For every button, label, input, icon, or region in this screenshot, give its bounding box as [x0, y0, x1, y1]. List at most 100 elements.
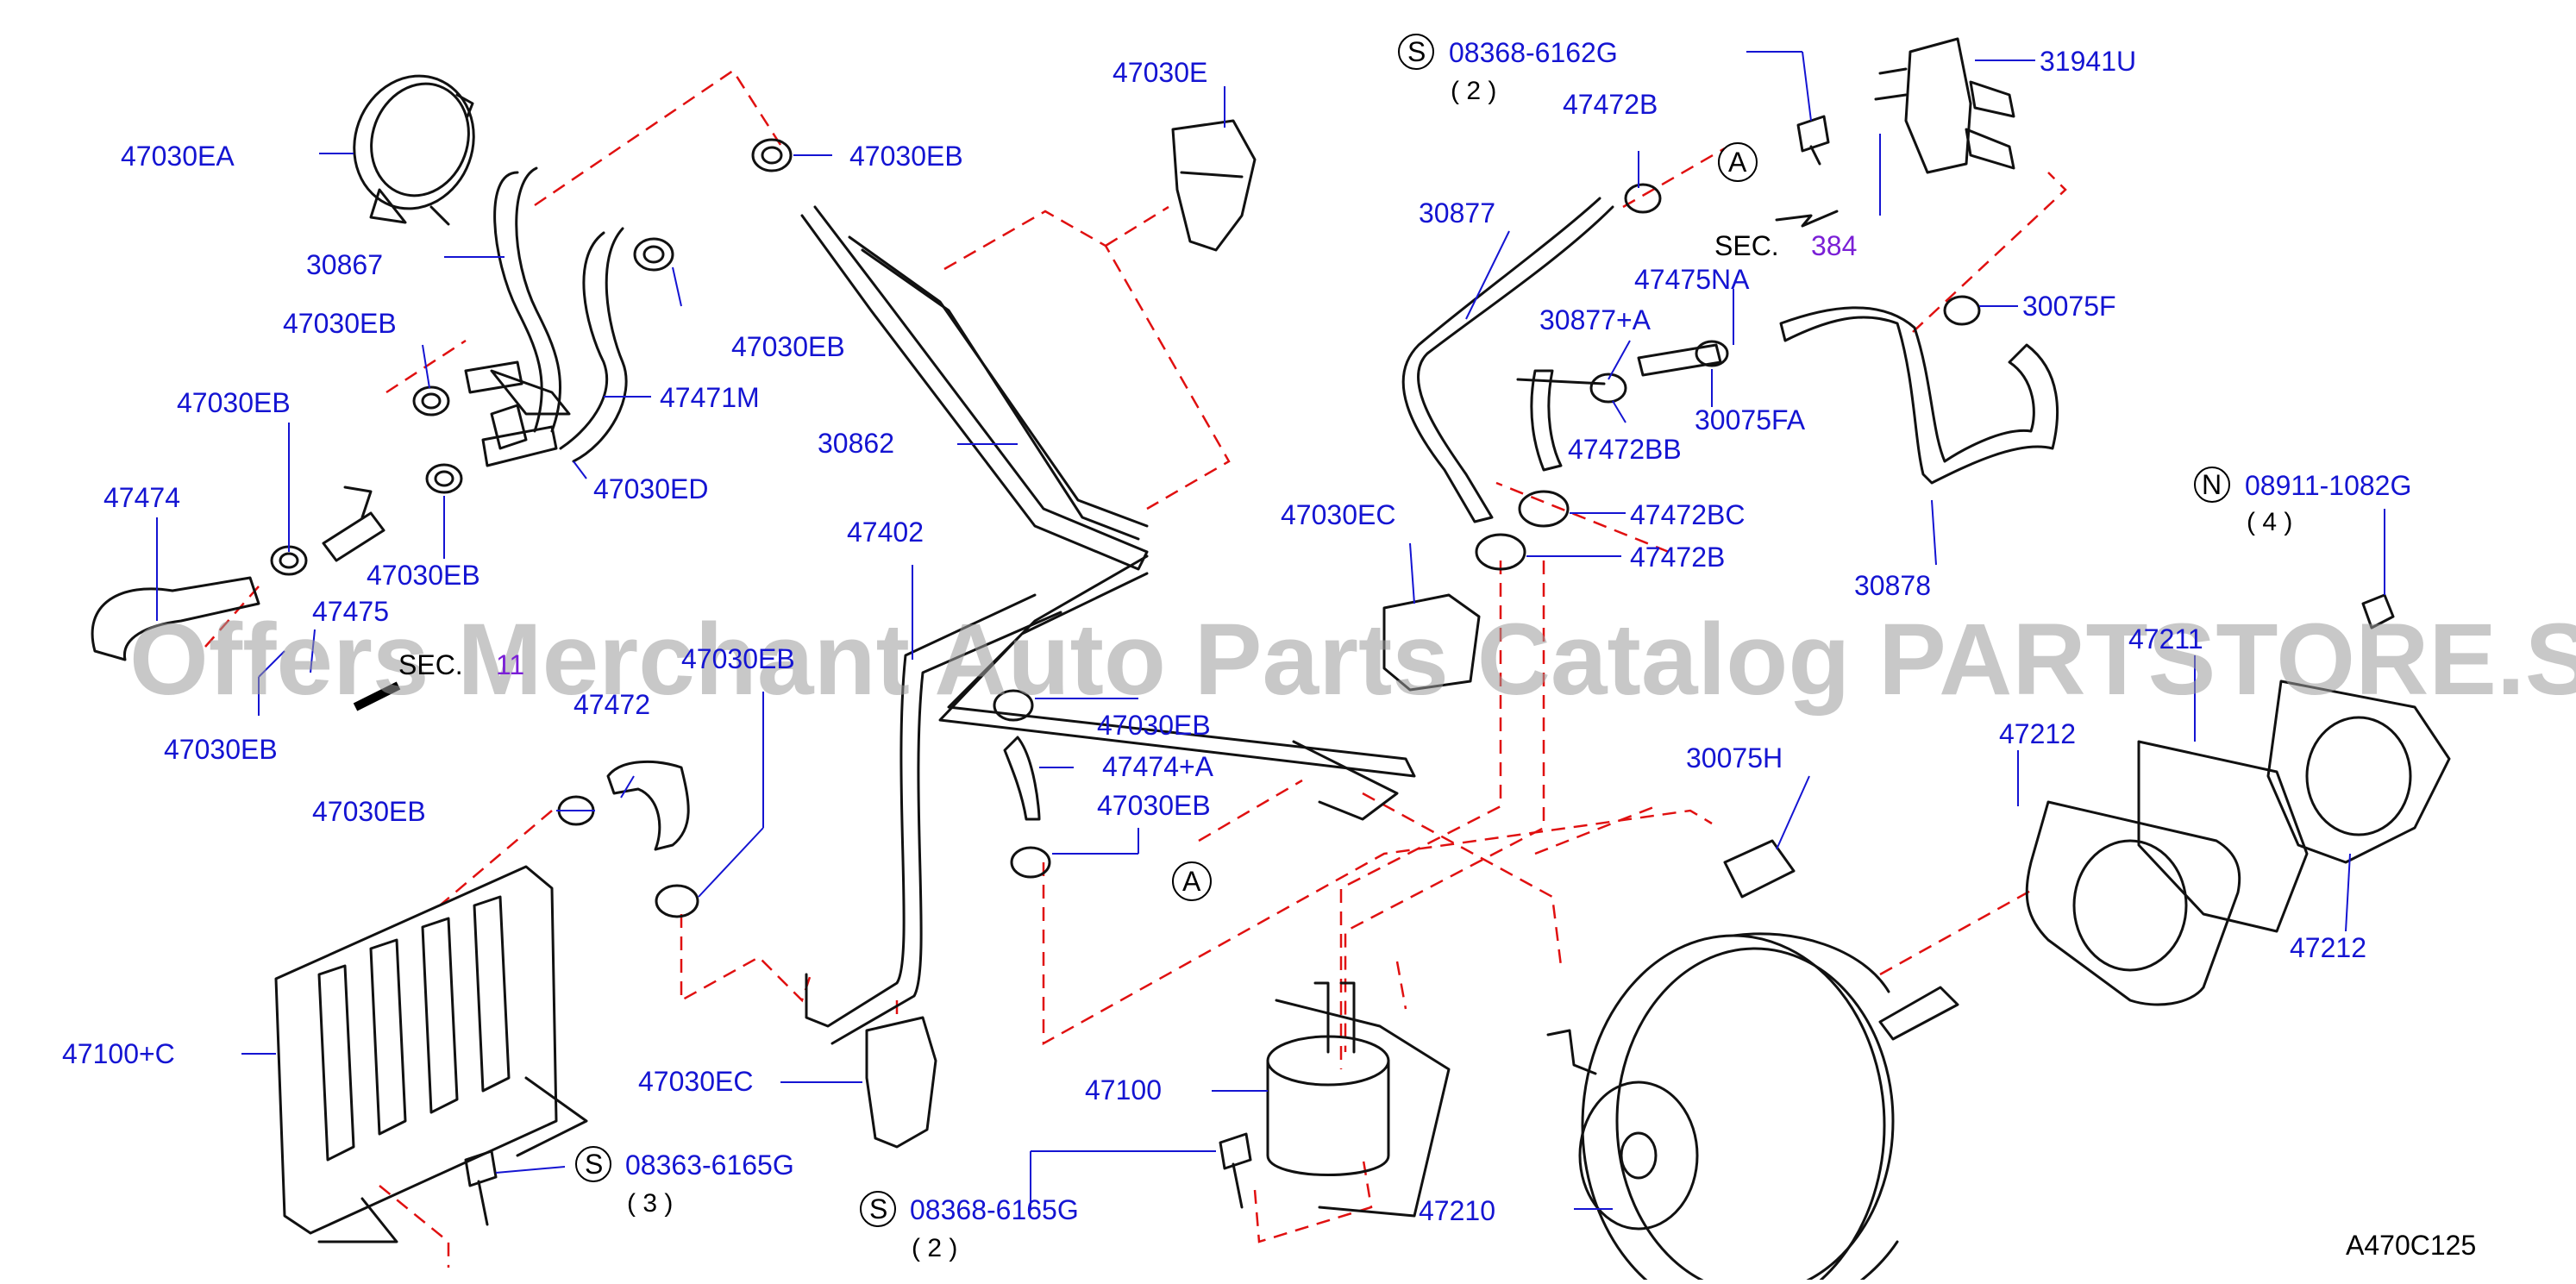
label-47475NA[interactable]: 47475NA — [1634, 264, 1750, 295]
connector-a-circle — [1172, 861, 1212, 901]
clamp-47472B-bottom — [1475, 533, 1526, 571]
label-30075FA[interactable]: 30075FA — [1695, 404, 1806, 435]
label-47472BC[interactable]: 47472BC — [1630, 499, 1745, 530]
hose-30878 — [1779, 306, 2059, 485]
label-47030EB-e[interactable]: 47030EB — [731, 331, 845, 362]
fastener-part-08368-6165G[interactable]: 08368-6165G — [910, 1194, 1079, 1225]
connector-marks: A A — [1172, 142, 1758, 901]
label-30075H[interactable]: 30075H — [1686, 742, 1783, 774]
label-47471M[interactable]: 47471M — [660, 382, 760, 413]
hoses-30867 — [490, 166, 628, 463]
label-47030EB-d[interactable]: 47030EB — [367, 560, 480, 591]
label-47472BB[interactable]: 47472BB — [1568, 434, 1682, 465]
connector-a-circle — [1718, 142, 1758, 182]
fastener-part-08363-6165G[interactable]: 08363-6165G — [625, 1149, 794, 1181]
phantom-lines — [204, 69, 2067, 1268]
fastener-prefix-circle — [575, 1146, 611, 1182]
gasket-47212-a — [2025, 800, 2241, 1006]
label-47474[interactable]: 47474 — [103, 482, 180, 513]
hose-47475 — [322, 485, 385, 562]
fastener-part-08911-1082G[interactable]: 08911-1082G — [2245, 470, 2411, 501]
spacer-47211 — [2137, 740, 2309, 933]
label-47211[interactable]: 47211 — [2128, 623, 2203, 655]
label-47472B-a[interactable]: 47472B — [1563, 89, 1658, 120]
label-47030EB-g[interactable]: 47030EB — [1097, 710, 1211, 741]
fastener-part-08368-6162G[interactable]: 08368-6162G — [1449, 37, 1618, 68]
label-30877[interactable]: 30877 — [1419, 197, 1495, 229]
label-47030EB-j[interactable]: 47030EB — [681, 643, 795, 674]
fastener-callouts: S 08368-6162G ( 2 ) N 08911-1082G ( 4 ) … — [575, 34, 2411, 1262]
pipe-47475NA — [1637, 343, 1722, 377]
label-47402[interactable]: 47402 — [847, 517, 924, 548]
hose-stub-2 — [464, 360, 523, 394]
bracket-47030E — [1171, 119, 1257, 252]
label-30878[interactable]: 30878 — [1854, 570, 1931, 601]
label-47030EC-a[interactable]: 47030EC — [1281, 499, 1395, 530]
fastener-prefix-circle — [1398, 34, 1434, 70]
label-47030EB-h[interactable]: 47030EB — [312, 796, 426, 827]
label-47030EC-b[interactable]: 47030EC — [638, 1066, 753, 1097]
label-47212-a[interactable]: 47212 — [1999, 718, 2076, 749]
bolt-08363 — [464, 1149, 498, 1226]
fastener-qty: ( 4 ) — [2247, 508, 2292, 536]
label-47100C[interactable]: 47100+C — [62, 1038, 175, 1069]
label-31941U[interactable]: 31941U — [2040, 46, 2136, 77]
clamp-47472BC — [1518, 490, 1570, 528]
fastener-prefix: N — [2202, 469, 2222, 500]
label-47030EB-b[interactable]: 47030EB — [177, 387, 291, 418]
clamp-30075FA — [1695, 340, 1729, 367]
label-30075F[interactable]: 30075F — [2022, 291, 2116, 322]
bolt-08368-lower — [1219, 1132, 1252, 1209]
tube-47402 — [805, 593, 1062, 1045]
fastener-prefix: S — [1407, 36, 1426, 67]
label-47472[interactable]: 47472 — [573, 689, 650, 720]
bolt-08368-upper — [1796, 115, 1830, 166]
booster-47210 — [1546, 932, 1959, 1284]
label-47030E[interactable]: 47030E — [1113, 57, 1207, 88]
bracket-47030EC-lower — [865, 1016, 937, 1149]
label-30862[interactable]: 30862 — [818, 428, 894, 459]
label-30867[interactable]: 30867 — [306, 249, 383, 280]
fastener-qty: ( 3 ) — [627, 1189, 673, 1218]
label-47100[interactable]: 47100 — [1085, 1074, 1162, 1105]
connector-a-bottom: A — [1182, 866, 1201, 897]
gasket-47212-a-hole — [2072, 839, 2188, 972]
label-47030EB-f[interactable]: 47030EB — [849, 141, 963, 172]
label-47475[interactable]: 47475 — [312, 596, 389, 627]
clamp-47030EB-lower — [655, 884, 699, 918]
hose-47472 — [606, 760, 690, 851]
clamp-47472B-top — [1624, 183, 1662, 214]
section-refs: SEC. 384 SEC. 11 — [398, 230, 1857, 680]
hose-47474 — [91, 576, 260, 661]
label-30877A[interactable]: 30877+A — [1539, 304, 1652, 335]
label-47030EB-c[interactable]: 47030EB — [164, 734, 278, 765]
label-47030EA[interactable]: 47030EA — [121, 141, 235, 172]
sec-384-arrow — [1775, 210, 1839, 228]
valve-31941U — [1874, 37, 2015, 174]
clamp-30075F — [1943, 295, 1981, 326]
watermark: Offers Merchant Auto Parts Catalog PARTS… — [129, 603, 2576, 717]
part-labels: 47030EA 30867 47030EB 47030EB 47474 4747… — [62, 46, 2366, 1226]
label-47472B-b[interactable]: 47472B — [1630, 542, 1725, 573]
label-47030EB-i[interactable]: 47030EB — [1097, 790, 1211, 821]
gasket-47212-b-hole — [2305, 716, 2412, 836]
leader-lines — [156, 51, 2385, 1210]
reservoir-47100 — [1266, 981, 1451, 1218]
sec-11-number[interactable]: 11 — [496, 649, 524, 680]
sec-11-word: SEC. — [398, 649, 463, 680]
label-47030EB-a[interactable]: 47030EB — [283, 308, 397, 339]
fastener-qty: ( 2 ) — [1451, 77, 1496, 105]
label-47210[interactable]: 47210 — [1419, 1195, 1495, 1226]
clamp-left-2 — [425, 463, 463, 494]
hose-stub-1 — [481, 425, 558, 467]
gasket-47212-b — [2266, 680, 2451, 864]
sec-384-number[interactable]: 384 — [1811, 230, 1857, 261]
canister-47100C — [274, 865, 588, 1243]
label-47030ED[interactable]: 47030ED — [593, 473, 708, 504]
fastener-prefix: S — [869, 1193, 887, 1224]
connector-30075H — [1723, 839, 1796, 899]
label-47474A[interactable]: 47474+A — [1102, 751, 1214, 782]
label-47212-b[interactable]: 47212 — [2290, 932, 2366, 963]
clamp-left-4 — [633, 237, 674, 272]
